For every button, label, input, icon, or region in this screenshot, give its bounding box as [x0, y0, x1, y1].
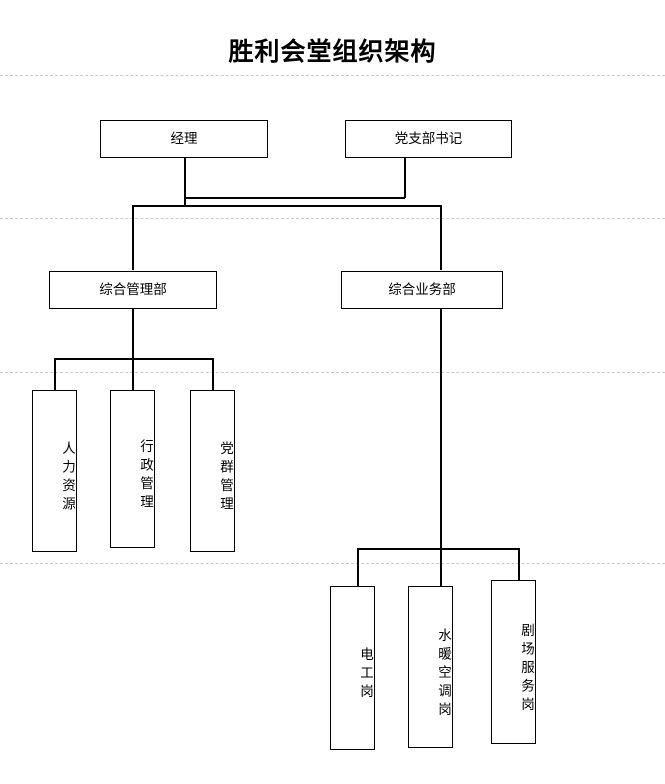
page-guide-line	[0, 218, 665, 219]
node-theater-service-post-label: 剧场服务岗	[519, 622, 534, 716]
node-administrative-management-label: 行政管理	[138, 439, 153, 513]
page-guide-line	[0, 372, 665, 373]
node-manager-label: 经理	[170, 130, 198, 146]
node-party-mass-management-label: 党群管理	[218, 441, 233, 515]
node-manager[interactable]: 经理	[100, 120, 268, 158]
connector-right-dept-stem	[440, 309, 442, 549]
connector-left-children-bar	[54, 358, 213, 360]
node-electrician-post[interactable]: 电工岗	[330, 586, 375, 750]
page-guide-line	[0, 563, 665, 564]
connector-hr-drop	[54, 358, 56, 390]
node-general-management-dept-label: 综合管理部	[99, 281, 167, 297]
connector-left-dept-drop	[132, 205, 134, 270]
connector-electrician-drop	[357, 548, 359, 586]
connector-manager-drop	[184, 158, 186, 206]
connector-left-dept-stem	[132, 309, 134, 359]
connector-admin-drop	[132, 358, 134, 390]
node-party-secretary[interactable]: 党支部书记	[345, 120, 512, 158]
node-human-resources-label: 人力资源	[60, 441, 75, 515]
node-party-secretary-label: 党支部书记	[394, 130, 463, 146]
connector-right-dept-drop	[440, 205, 442, 270]
node-party-mass-management[interactable]: 党群管理	[190, 390, 235, 552]
connector-leadership-tie	[184, 197, 405, 199]
node-theater-service-post[interactable]: 剧场服务岗	[491, 580, 536, 744]
page-guide-line	[0, 75, 665, 76]
connector-secretary-drop	[404, 158, 406, 198]
page-title: 胜利会堂组织架构	[228, 39, 437, 66]
node-hvac-post[interactable]: 水暖空调岗	[408, 586, 453, 748]
connector-theater-drop	[518, 548, 520, 586]
connector-party-mass-drop	[212, 358, 214, 390]
connector-right-children-bar	[357, 548, 518, 550]
node-human-resources[interactable]: 人力资源	[32, 390, 77, 552]
node-general-business-dept[interactable]: 综合业务部	[341, 271, 503, 309]
node-general-business-dept-label: 综合业务部	[388, 281, 456, 297]
node-administrative-management[interactable]: 行政管理	[110, 390, 155, 548]
node-hvac-post-label: 水暖空调岗	[436, 627, 451, 721]
connector-hvac-drop	[440, 548, 442, 586]
connector-departments-bar	[132, 205, 441, 207]
node-general-management-dept[interactable]: 综合管理部	[49, 271, 217, 309]
node-electrician-post-label: 电工岗	[358, 647, 373, 703]
